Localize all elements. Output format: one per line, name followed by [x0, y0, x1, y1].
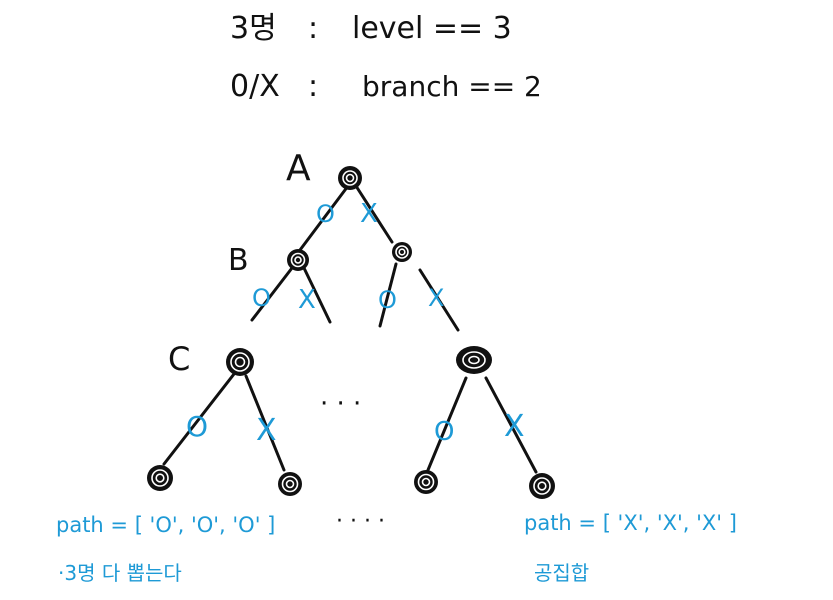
path-left: path = [ 'O', 'O', 'O' ]: [56, 513, 275, 537]
level-labels: A B C: [168, 148, 311, 378]
branch-label-b2-right: X: [428, 284, 444, 312]
edge-c1-left: [162, 372, 236, 466]
branch-label-c1-right: X: [256, 413, 277, 448]
legend: 3명 : level == 3 0/X : branch == 2: [230, 11, 542, 104]
edge-c4-left: [426, 376, 468, 472]
level-label-b: B: [228, 243, 249, 278]
branch-label-c4-left: O: [434, 417, 454, 447]
node-b1: [287, 249, 309, 271]
legend-branch-sep: :: [308, 69, 318, 104]
branch-label-b1-left: O: [252, 284, 271, 312]
branch-label-c4-right: X: [504, 409, 525, 444]
legend-level-key: 3명: [230, 11, 277, 46]
leaf-4: [529, 473, 555, 499]
tree-edges: [162, 184, 538, 474]
legend-branch-value: branch == 2: [362, 70, 542, 103]
node-a: [338, 166, 362, 190]
legend-level-sep: :: [308, 11, 318, 46]
node-c1: [226, 348, 254, 376]
node-b2: [392, 242, 412, 262]
legend-level-value: level == 3: [352, 11, 512, 46]
path-right: path = [ 'X', 'X', 'X' ]: [524, 511, 737, 535]
branch-label-a-left: O: [316, 200, 335, 228]
tree-nodes: [147, 166, 555, 499]
edge-b2-left: [378, 262, 398, 328]
legend-branch-key: 0/X: [230, 69, 280, 104]
edge-b1-left: [250, 266, 294, 322]
edge-a-right: [354, 184, 394, 244]
edge-b1-right: [302, 266, 332, 324]
bottom-ellipsis: · · · ·: [336, 509, 385, 534]
edge-c4-right: [484, 376, 538, 474]
leaf-1: [147, 465, 173, 491]
level-label-a: A: [286, 148, 311, 189]
edge-c1-right: [244, 374, 286, 472]
note-right: 공집합: [534, 561, 589, 585]
edge-b2-right: [418, 268, 460, 332]
branch-labels: O X O X O X O X O X: [186, 199, 525, 448]
middle-ellipsis: · · ·: [320, 389, 361, 419]
node-c4: [456, 346, 492, 374]
level-label-c: C: [168, 340, 190, 378]
branch-label-b1-right: X: [298, 285, 316, 315]
branch-label-a-right: X: [360, 199, 378, 229]
branch-label-b2-left: O: [378, 286, 397, 314]
leaf-2: [278, 472, 302, 496]
edge-a-left: [298, 184, 350, 252]
note-left: ·3명 다 뽑는다: [58, 561, 182, 585]
leaf-3: [414, 470, 438, 494]
branch-label-c1-left: O: [186, 410, 208, 443]
